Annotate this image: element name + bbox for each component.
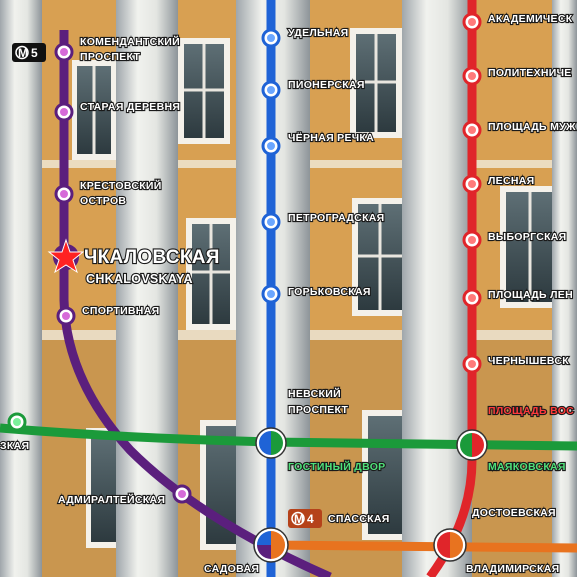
window [178,38,230,144]
station-marker[interactable] [172,484,192,504]
station-label: ЧЁРНАЯ РЕЧКА [288,131,374,144]
station-label: ОСТРОВ [80,195,126,207]
line-orange [269,540,577,553]
station-label: ПЛОЩАДЬ ВОС [488,405,574,417]
column [0,0,42,577]
station-label: КОМЕНДАНТСКИЙ [80,35,180,48]
station-marker[interactable] [462,174,482,194]
station-marker[interactable] [7,412,27,432]
window [186,218,236,330]
station-marker[interactable] [261,28,281,48]
station-label: САДОВАЯ [204,563,259,575]
transfer-station-mayakovskaya[interactable] [456,429,488,461]
window [350,28,402,138]
line-5-badge: M 5 [12,43,46,62]
station-marker[interactable] [54,102,74,122]
station-label: ДОСТОЕВСКАЯ [472,507,556,519]
station-label: КРЕСТОВСКИЙ [80,179,162,192]
station-label: АКАДЕМИЧЕСК [488,13,573,25]
station-label: АДМИРАЛТЕЙСКАЯ [58,493,165,506]
window [352,198,408,316]
station-marker[interactable] [261,212,281,232]
station-marker[interactable] [462,288,482,308]
station-marker[interactable] [54,42,74,62]
current-station-name-ru: ЧКАЛОВСКАЯ [84,247,220,268]
station-label: СТАРАЯ ДЕРЕВНЯ [80,101,180,113]
current-station-name-en: CHKALOVSKAYA [86,272,193,286]
station-marker[interactable] [54,184,74,204]
line-red [426,0,477,577]
station-marker[interactable] [261,284,281,304]
station-label: ЧЕРНЫШЕВСК [488,355,569,367]
station-marker[interactable] [462,12,482,32]
station-label: ЗКАЯ [0,440,29,452]
station-label: ПРОСПЕКТ [288,404,348,416]
station-label: ПИОНЕРСКАЯ [288,79,365,91]
station-label: СПАССКАЯ [328,513,390,525]
station-label: ПЛОЩАДЬ МУЖ [488,121,576,133]
column [402,0,472,577]
window [72,60,116,160]
station-label: МАЯКОВСКАЯ [488,461,566,473]
station-label: ВЫБОРГСКАЯ [488,231,567,243]
station-marker[interactable] [261,80,281,100]
svg-text:M: M [294,512,304,526]
transfer-station-gostiny-dvor[interactable] [255,427,287,459]
window [500,186,560,308]
station-label: ГОРЬКОВСКАЯ [288,286,371,298]
station-label: ПЕТРОГРАДСКАЯ [288,212,385,224]
station-label: ПЛОЩАДЬ ЛЕН [488,289,573,301]
station-label: ПРОСПЕКТ [80,51,140,63]
station-label: СПОРТИВНАЯ [82,305,159,317]
station-label: ГОСТИНЫЙ ДВОР [288,460,385,473]
station-label: ПОЛИТЕХНИЧЕ [488,67,572,79]
station-marker[interactable] [462,354,482,374]
svg-text:4: 4 [307,512,314,526]
line-4-badge: M 4 [288,509,322,528]
station-marker[interactable] [462,230,482,250]
station-label: ВЛАДИМИРСКАЯ [466,563,559,575]
transfer-station-vladimirskaya[interactable] [433,528,467,562]
station-marker[interactable] [462,66,482,86]
station-label: НЕВСКИЙ [288,387,341,400]
transfer-station-sadovaya[interactable] [253,527,289,563]
column [552,0,577,577]
station-marker[interactable] [462,120,482,140]
svg-text:M: M [18,46,28,60]
line-green [0,423,577,451]
current-station-star-icon [47,238,85,274]
station-label: ЛЕСНАЯ [488,175,534,187]
station-marker[interactable] [56,306,76,326]
station-label: УДЕЛЬНАЯ [288,27,349,39]
svg-text:5: 5 [31,46,38,60]
station-marker[interactable] [261,136,281,156]
